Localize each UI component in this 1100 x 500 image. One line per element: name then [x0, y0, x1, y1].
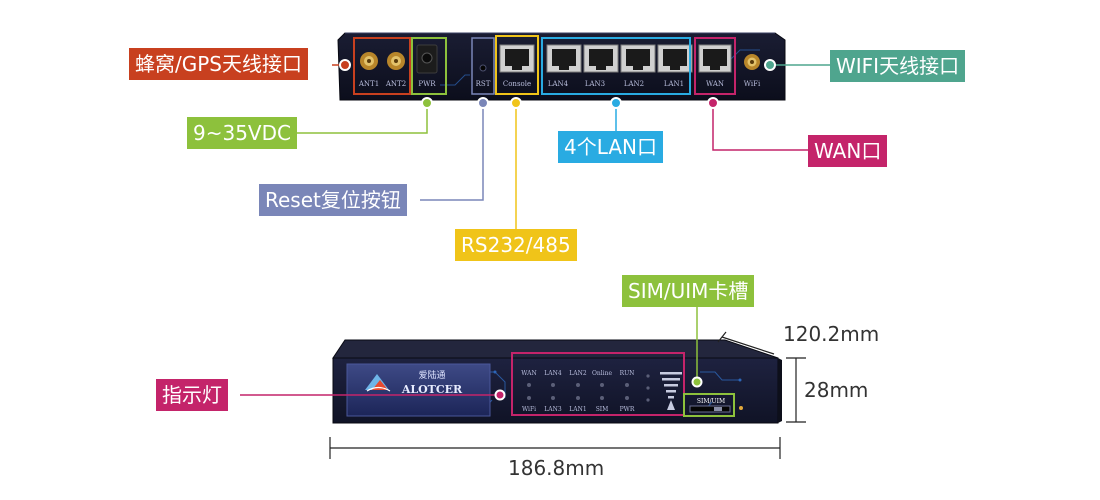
wifi-antenna-connector: [744, 54, 760, 70]
led-label-lan4: LAN4: [544, 370, 562, 377]
wan-port-callout: WAN口: [808, 135, 888, 167]
antenna-gps-callout: 蜂窝/GPS天线接口: [129, 48, 308, 80]
lan2-label: LAN2: [624, 80, 644, 88]
led-run: [625, 383, 629, 387]
power-input-callout: 9~35VDC: [187, 117, 297, 149]
led-lan2: [576, 383, 580, 387]
console-port-callout: RS232/485: [455, 229, 577, 261]
ant1-connector: [360, 52, 378, 70]
wifi-antenna-callout: WIFI天线接口: [830, 50, 966, 82]
led-label-pwr: PWR: [620, 406, 635, 413]
console-highlight-box: [495, 35, 539, 95]
front-callout-dots: [494, 376, 703, 401]
led-label-sim: SIM: [596, 406, 609, 413]
rst-label: RST: [476, 80, 491, 88]
front-callout-lines: [240, 307, 698, 396]
led-lan3: [551, 396, 555, 400]
lan-ports-callout: 4个LAN口: [558, 131, 663, 163]
rear-panel: ANT1 ANT2 PWR RST Console LAN4 LAN3 LAN2…: [337, 32, 786, 101]
led-wan: [527, 383, 531, 387]
reset-highlight-box: [471, 37, 495, 95]
led-label-wifi: WiFi: [522, 406, 536, 413]
lan-port-3: [583, 44, 619, 73]
led-label-online: Online: [592, 370, 612, 377]
led-lan4: [551, 383, 555, 387]
wifi-label: WiFi: [744, 80, 761, 88]
height-dimension: 28mm: [804, 378, 869, 402]
sim-highlight-box: [683, 393, 735, 417]
led-pwr: [625, 396, 629, 400]
sim-slot-label: SIM/UIM: [697, 398, 725, 405]
ant2-label: ANT2: [385, 80, 406, 88]
depth-dimension: 120.2mm: [783, 322, 880, 346]
signal-strength-icon: [646, 372, 682, 410]
sim-slot-callout: SIM/UIM卡槽: [622, 275, 755, 307]
power-jack: [416, 44, 438, 74]
wan-port: [698, 44, 732, 73]
lan4-label: LAN4: [548, 80, 569, 88]
brand-name-en: ALOTCER: [401, 383, 463, 396]
brand-logo-icon: [365, 374, 391, 392]
pwr-label: PWR: [418, 80, 436, 88]
led-label-lan3: LAN3: [544, 406, 562, 413]
rear-callout-lines: [292, 64, 830, 229]
led-wifi: [527, 396, 531, 400]
indicator-highlight-box: [511, 352, 685, 416]
led-label-run: RUN: [620, 370, 635, 377]
rear-callout-dots: [339, 59, 776, 109]
led-label-lan1: LAN1: [569, 406, 586, 413]
wan-highlight-box: [694, 37, 736, 95]
ant1-label: ANT1: [358, 80, 379, 88]
antenna-highlight-box: [353, 37, 411, 95]
reset-hole: [479, 64, 487, 72]
lan3-label: LAN3: [585, 80, 605, 88]
power-highlight-box: [411, 37, 447, 95]
console-label: Console: [503, 80, 531, 88]
led-label-lan2: LAN2: [569, 370, 587, 377]
reset-button-callout: Reset复位按钮: [259, 184, 407, 216]
dimension-lines: [329, 331, 806, 459]
wan-label: WAN: [706, 80, 724, 88]
lan-port-2: [620, 44, 656, 73]
led-label-wan: WAN: [521, 370, 536, 377]
indicators-callout: 指示灯: [156, 379, 228, 411]
width-dimension: 186.8mm: [508, 456, 605, 480]
sim-slot: SIM/UIM: [689, 398, 743, 413]
lan-highlight-box: [541, 37, 691, 95]
front-panel: 爱陆通 ALOTCER WAN LAN4 LAN2 Online RUN WiF…: [332, 339, 782, 424]
led-lan1: [576, 396, 580, 400]
led-sim: [600, 396, 604, 400]
lan-port-1: [657, 44, 693, 73]
led-panel: WAN LAN4 LAN2 Online RUN WiFi LAN3 LAN1 …: [521, 370, 682, 413]
console-port: [499, 44, 535, 73]
ant2-connector: [387, 52, 405, 70]
led-online: [600, 383, 604, 387]
brand-name-cn: 爱陆通: [418, 369, 445, 381]
lan-port-4: [546, 44, 582, 73]
lan1-label: LAN1: [664, 80, 684, 88]
